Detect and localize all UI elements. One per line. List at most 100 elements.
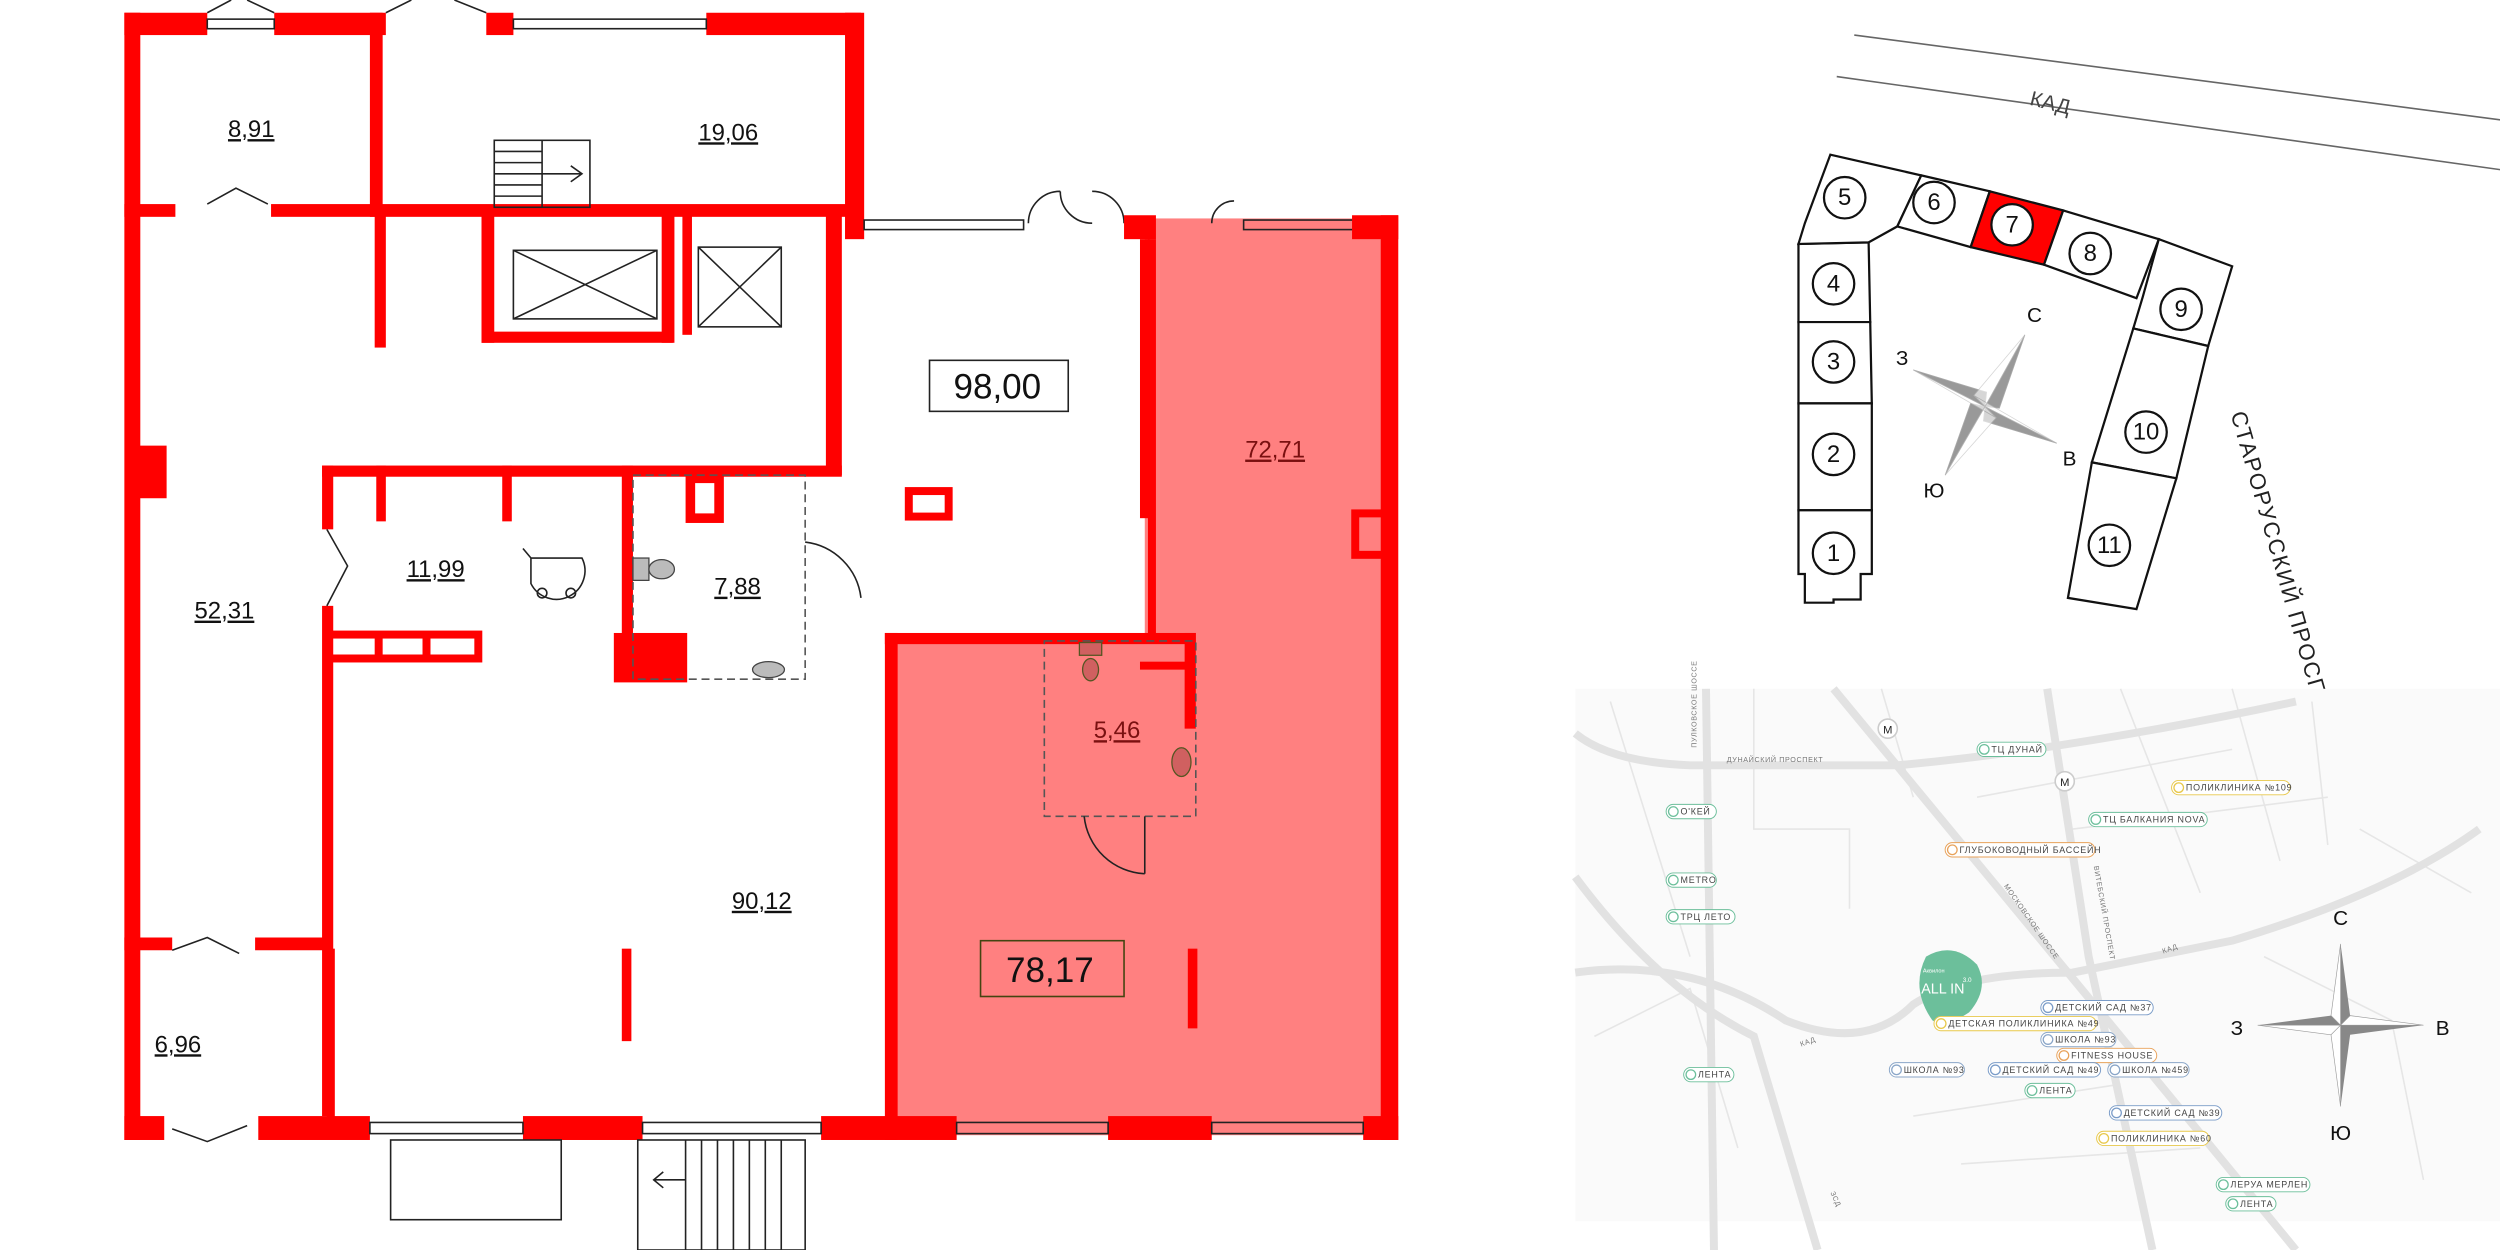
shop-icon (1667, 874, 1679, 886)
map-compass-icon: С З В Ю (2231, 907, 2450, 1145)
map-streets (1572, 686, 2482, 1250)
poi-shop[interactable]: ЛЕНТА (1683, 1066, 1735, 1083)
poi-pill (2088, 811, 2208, 828)
poi-pill (2056, 1047, 2158, 1064)
entrance-door[interactable] (1027, 190, 1125, 225)
poi-shop[interactable]: ЛЕРУА МЕРЛЕН (2215, 1176, 2311, 1193)
compass-rose-icon: С З В Ю (1896, 304, 2077, 502)
staircase (636, 1139, 806, 1250)
wall (1124, 215, 1156, 240)
poi-kindergarten[interactable]: ДЕТСКИЙ САД №39 (2108, 1105, 2223, 1121)
window (1210, 1121, 1364, 1135)
school-icon (2109, 1064, 2121, 1076)
poi-school[interactable]: ШКОЛА №459 (2107, 1062, 2190, 1078)
shop-icon (1685, 1069, 1697, 1081)
door[interactable] (171, 936, 248, 1143)
window (206, 18, 276, 30)
poi-pill (1665, 909, 1736, 925)
svg-text:С: С (2333, 907, 2348, 930)
poi-label: ДЕТСКИЙ САД №37 (2055, 1002, 2152, 1013)
wall (481, 331, 673, 343)
poi-kindergarten[interactable]: ДЕТСКИЙ САД №37 (2040, 1000, 2154, 1016)
staircase (493, 139, 591, 209)
wall (326, 948, 335, 1125)
toilet-icon (632, 557, 676, 581)
poi-label: ДЕТСКАЯ ПОЛИКЛИНИКА №49 (1948, 1019, 2099, 1029)
door[interactable] (206, 187, 269, 205)
svg-text:В: В (2436, 1017, 2450, 1040)
poi-label: ЛЕНТА (2240, 1199, 2273, 1209)
poi-clinic[interactable]: ПОЛИКЛИНИКА №109 (2171, 779, 2293, 796)
section-10[interactable] (2090, 327, 2210, 480)
wall (522, 1116, 643, 1140)
poi-clinic[interactable]: ПОЛИКЛИНИКА №60 (2096, 1130, 2212, 1147)
clinic-icon (2098, 1132, 2110, 1144)
poi-label: О'КЕЙ (1680, 806, 1710, 817)
wall (374, 215, 386, 348)
poi-school[interactable]: ШКОЛА №93 (2040, 1031, 2117, 1048)
wall (274, 12, 386, 36)
poi-pill (2107, 1062, 2190, 1078)
poi-label: ТЦ БАЛКАНИЯ NOVA (2103, 815, 2205, 825)
svg-text:3: 3 (1827, 348, 1840, 375)
poi-clinic[interactable]: ДЕТСКАЯ ПОЛИКЛИНИКА №49 (1933, 1015, 2099, 1032)
pram-icon (522, 547, 586, 601)
toilet-icon (1078, 641, 1103, 682)
door[interactable] (385, 0, 487, 14)
poi-shop[interactable]: ЛЕНТА (2024, 1082, 2076, 1099)
door[interactable] (206, 0, 275, 14)
poi-shop[interactable]: О'КЕЙ (1665, 803, 1717, 820)
shop-icon (2217, 1179, 2229, 1191)
poi-kindergarten[interactable]: ДЕТСКИЙ САД №49 (1987, 1062, 2102, 1078)
area-box (979, 939, 1125, 998)
poi-sport[interactable]: FITNESS HOUSE (2056, 1047, 2158, 1064)
shop-icon (1978, 743, 1990, 755)
svg-text:2: 2 (1827, 441, 1840, 468)
poi-shop[interactable]: ТЦ БАЛКАНИЯ NOVA (2088, 811, 2208, 828)
poi-pill (2040, 1000, 2154, 1016)
window (641, 1121, 822, 1135)
svg-text:4: 4 (1827, 270, 1840, 297)
window (955, 1121, 1109, 1135)
kad-label: КАД (2028, 87, 2073, 119)
poi-sport[interactable]: ГЛУБОКОВОДНЫЙ БАССЕЙН (1944, 842, 2101, 858)
svg-text:6: 6 (1927, 189, 1940, 216)
door[interactable] (326, 528, 349, 607)
wall (369, 12, 383, 217)
poi-shop[interactable]: METRO (1665, 872, 1717, 888)
poi-school[interactable]: ШКОЛА №93 (1888, 1062, 1965, 1078)
wall (481, 215, 495, 343)
poi-label: ПОЛИКЛИНИКА №60 (2111, 1133, 2212, 1143)
room-area-label: 78,17 (1006, 951, 1094, 990)
poi-shop[interactable]: ТЦ ДУНАЙ (1976, 741, 2047, 758)
room-area-label: 8,91 (228, 116, 275, 143)
wc-door[interactable] (1083, 816, 1146, 875)
wall (124, 12, 141, 1140)
project-version: 3.0 (1963, 977, 1972, 984)
svg-text:9: 9 (2174, 296, 2187, 323)
poi-pill (1976, 741, 2047, 758)
project-marker[interactable]: Аквилон ALL IN 3.0 (1919, 950, 1982, 1024)
wall (1363, 1116, 1399, 1140)
wall (374, 634, 383, 659)
sport-icon (2058, 1050, 2070, 1061)
poi-label: ШКОЛА №93 (1904, 1065, 1965, 1075)
poi-shop[interactable]: ТРЦ ЛЕТО (1665, 909, 1736, 925)
wall (124, 1116, 165, 1140)
wall (1139, 239, 1150, 519)
door[interactable] (1210, 200, 1235, 224)
poi-pill (2096, 1130, 2210, 1147)
kad-road-lines (1836, 34, 2500, 171)
shop-icon (2090, 814, 2102, 825)
poi-label: ЛЕНТА (2039, 1086, 2072, 1096)
elevator-icon (697, 246, 783, 328)
svg-text:11: 11 (2097, 532, 2122, 559)
wall (124, 937, 173, 951)
room-area-label: 98,00 (953, 368, 1041, 407)
sport-icon (1946, 844, 1958, 856)
shop-icon (1667, 911, 1679, 923)
elevator-icon (512, 249, 658, 320)
column (136, 445, 167, 499)
wc-door[interactable] (805, 541, 862, 598)
poi-shop[interactable]: ЛЕНТА (2225, 1196, 2277, 1212)
